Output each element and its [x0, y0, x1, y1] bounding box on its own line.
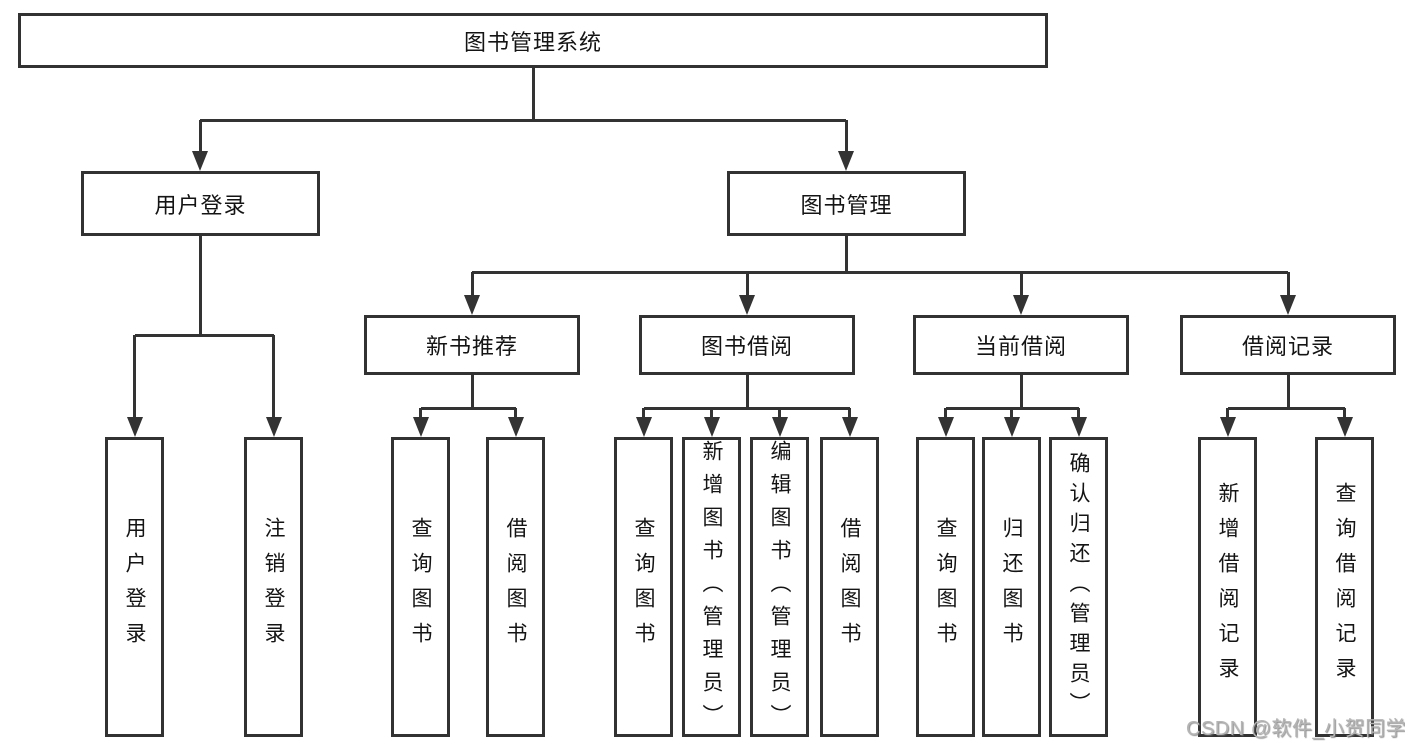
node-label: 查询图书 — [632, 517, 655, 657]
arrowhead — [703, 417, 720, 437]
arrowhead — [771, 417, 788, 437]
node-leaf-borrow-books-borrowing: 借阅图书 — [820, 437, 879, 737]
node-label: 新增图书（管理员） — [700, 440, 723, 737]
node-label: 借阅图书 — [504, 517, 527, 657]
connector-bookmgmt-crossbar — [472, 270, 1288, 274]
node-leaf-user-login: 用户登录 — [105, 437, 164, 737]
node-borrow-records: 借阅记录 — [1180, 315, 1396, 375]
node-leaf-confirm-return-admin: 确认归还（管理员） — [1049, 437, 1108, 737]
node-label: 图书管理 — [800, 192, 893, 218]
node-label: 新书推荐 — [425, 334, 518, 359]
node-leaf-query-books-borrowing: 查询图书 — [614, 437, 673, 737]
node-leaf-logout: 注销登录 — [244, 437, 303, 737]
arrowhead-book-borrowing — [739, 295, 755, 315]
arrowhead — [841, 417, 858, 437]
node-label: 用户登录 — [154, 192, 247, 218]
node-leaf-return-books: 归还图书 — [982, 437, 1041, 737]
node-leaf-add-borrow-record: 新增借阅记录 — [1198, 437, 1257, 737]
node-leaf-add-books-admin: 新增图书（管理员） — [682, 437, 741, 737]
arrowhead-login-leaf — [126, 417, 143, 437]
node-label: 新增借阅记录 — [1216, 482, 1239, 692]
node-label: 图书管理系统 — [463, 29, 602, 55]
connector-shaft — [848, 408, 851, 420]
connector-shaft — [1077, 408, 1080, 420]
arrowhead-user-login — [192, 151, 208, 171]
connector-shaft — [944, 408, 947, 420]
node-label: 图书借阅 — [700, 334, 793, 359]
connector-shaft — [1343, 408, 1346, 420]
node-leaf-query-books-current: 查询图书 — [916, 437, 975, 737]
arrowhead — [412, 417, 429, 437]
connector-shaft-current-borrowing — [1019, 272, 1023, 297]
connector-userlogin-crossbar — [134, 333, 274, 337]
connector-records-crossbar — [1227, 406, 1345, 410]
connector-root-crossbar — [200, 118, 846, 122]
node-user-login: 用户登录 — [81, 171, 320, 236]
arrowhead-borrow-records — [1280, 295, 1296, 315]
node-current-borrowing: 当前借阅 — [913, 315, 1129, 375]
connector-bookborrow-stem — [745, 375, 749, 408]
connector-shaft-book-management — [844, 120, 848, 153]
arrowhead-logout-leaf — [265, 417, 282, 437]
arrowhead — [1070, 417, 1087, 437]
node-book-management-system: 图书管理系统 — [18, 13, 1048, 68]
connector-shaft-user-login — [198, 120, 202, 153]
connector-shaft — [1226, 408, 1229, 420]
node-label: 查询图书 — [409, 517, 432, 657]
connector-shaft — [778, 408, 781, 420]
node-label: 查询图书 — [934, 517, 957, 657]
connector-shaft-login-leaf — [133, 335, 136, 419]
arrowhead — [1219, 417, 1236, 437]
node-label: 归还图书 — [1000, 517, 1023, 657]
node-book-management: 图书管理 — [727, 171, 966, 236]
connector-records-stem — [1286, 375, 1290, 408]
node-book-borrowing: 图书借阅 — [639, 315, 855, 375]
connector-shaft — [514, 408, 517, 420]
node-label: 借阅图书 — [838, 517, 861, 657]
connector-shaft-borrow-records — [1286, 272, 1290, 297]
node-label: 当前借阅 — [974, 334, 1067, 359]
connector-root-stem — [531, 68, 535, 121]
node-label: 借阅记录 — [1241, 334, 1334, 359]
connector-currentborrow-stem — [1019, 375, 1023, 408]
node-leaf-borrow-books-recommend: 借阅图书 — [486, 437, 545, 737]
node-label: 编辑图书（管理员） — [768, 440, 791, 737]
connector-shaft — [642, 408, 645, 420]
arrowhead — [1003, 417, 1020, 437]
node-leaf-query-borrow-record: 查询借阅记录 — [1315, 437, 1374, 737]
node-leaf-edit-books-admin: 编辑图书（管理员） — [750, 437, 809, 737]
connector-shaft — [419, 408, 422, 420]
arrowhead — [635, 417, 652, 437]
connector-newbook-crossbar — [420, 406, 516, 410]
arrowhead — [937, 417, 954, 437]
node-label: 查询借阅记录 — [1333, 482, 1356, 692]
connector-newbook-stem — [470, 375, 474, 408]
arrowhead-book-management — [838, 151, 854, 171]
connector-shaft — [1010, 408, 1013, 420]
connector-shaft-book-borrowing — [745, 272, 749, 297]
node-new-book-recommend: 新书推荐 — [364, 315, 580, 375]
arrowhead-new-book — [464, 295, 480, 315]
arrowhead-current-borrowing — [1013, 295, 1029, 315]
arrowhead — [1336, 417, 1353, 437]
arrowhead — [507, 417, 524, 437]
connector-bookborrow-crossbar — [643, 406, 850, 410]
csdn-watermark: CSDN @软件_小贺同学 — [1186, 718, 1405, 740]
node-leaf-query-books-recommend: 查询图书 — [391, 437, 450, 737]
connector-bookmgmt-stem — [844, 236, 848, 272]
node-label: 用户登录 — [123, 517, 146, 657]
connector-shaft-new-book — [470, 272, 474, 297]
connector-shaft — [710, 408, 713, 420]
node-label: 注销登录 — [262, 517, 285, 657]
node-label: 确认归还（管理员） — [1067, 452, 1090, 722]
connector-shaft-logout-leaf — [272, 335, 275, 419]
connector-userlogin-stem — [198, 236, 202, 335]
